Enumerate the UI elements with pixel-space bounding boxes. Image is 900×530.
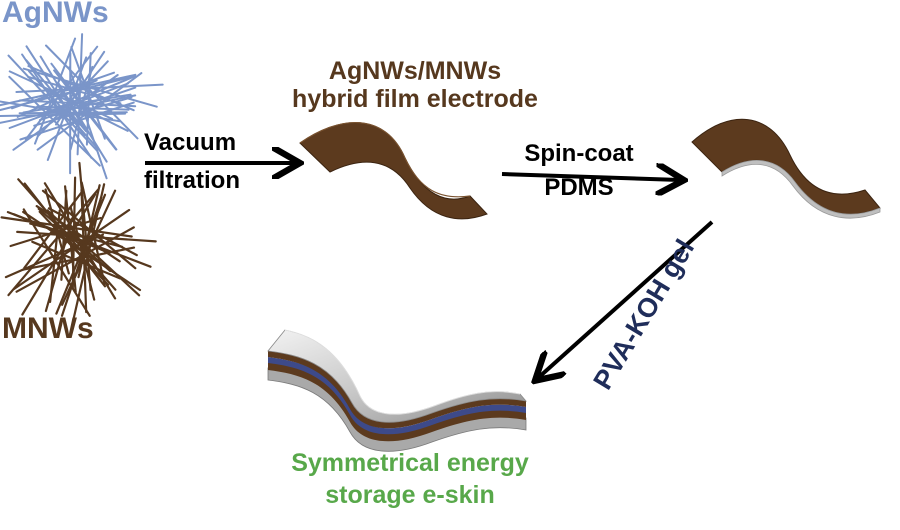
eskin-label-line2: storage e-skin bbox=[325, 480, 495, 509]
nanowire bbox=[34, 37, 77, 145]
vacuum-filtration-label: Vacuum filtration bbox=[144, 129, 240, 195]
spin-label-line1: Spin-coat bbox=[524, 140, 634, 167]
vacuum-label-line2: filtration bbox=[144, 167, 240, 195]
hybrid-label-line2: hybrid film electrode bbox=[292, 84, 538, 113]
nanowire bbox=[47, 90, 129, 132]
nanowire bbox=[7, 54, 99, 152]
agnws-nanowire-cluster bbox=[0, 33, 164, 180]
hybrid-film-electrode bbox=[299, 121, 488, 220]
nanowire bbox=[46, 209, 141, 297]
agnws-title: AgNWs bbox=[2, 0, 109, 29]
vacuum-label-line1: Vacuum bbox=[144, 129, 237, 156]
mnws-title: MNWs bbox=[2, 312, 94, 345]
eskin-device bbox=[267, 329, 528, 452]
eskin-label-line1: Symmetrical energy bbox=[291, 449, 529, 477]
eskin-label: Symmetrical energy storage e-skin bbox=[230, 449, 590, 509]
nanowire bbox=[44, 188, 70, 275]
nanowire bbox=[25, 59, 87, 133]
pva-koh-arrow bbox=[538, 220, 714, 378]
nanowire bbox=[8, 75, 101, 167]
mnws-title-text: MNWs bbox=[2, 312, 94, 345]
nanowire bbox=[37, 60, 109, 137]
nanowire bbox=[31, 240, 122, 280]
nanowire bbox=[76, 33, 84, 156]
pdms-coated-film bbox=[691, 118, 881, 219]
mnws-nanowire-cluster bbox=[0, 161, 157, 323]
nanowire bbox=[23, 188, 85, 269]
spin-coat-arrow bbox=[501, 174, 680, 180]
hybrid-film-label: AgNWs/MNWs hybrid film electrode bbox=[245, 57, 585, 113]
spin-coat-label: Spin-coat PDMS bbox=[500, 140, 658, 202]
nanowire bbox=[80, 188, 88, 314]
nanowire bbox=[41, 189, 137, 270]
hybrid-label-line1: AgNWs/MNWs bbox=[328, 57, 502, 85]
nanowire bbox=[4, 233, 105, 279]
nanowire bbox=[0, 100, 121, 123]
nanowire bbox=[57, 82, 108, 163]
nanowire bbox=[70, 46, 106, 140]
nanowire bbox=[33, 96, 133, 127]
spin-label-line2: PDMS bbox=[544, 174, 614, 202]
nanowire bbox=[8, 82, 129, 129]
nanowire bbox=[27, 70, 100, 151]
nanowire bbox=[55, 193, 107, 315]
nanowire bbox=[11, 71, 115, 110]
nanowire bbox=[44, 217, 74, 313]
agnws-title-text: AgNWs bbox=[2, 0, 109, 29]
nanowire bbox=[0, 112, 127, 118]
